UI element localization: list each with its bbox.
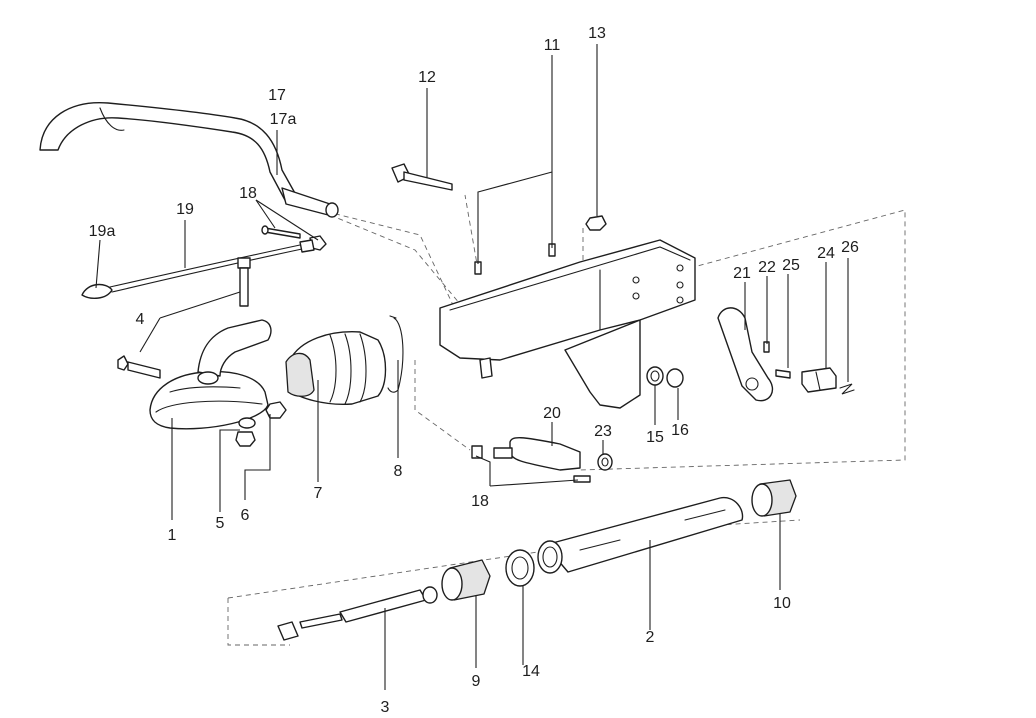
part-24-clevis (801, 367, 837, 393)
callout-18-lower: 18 (471, 493, 489, 510)
leader-lines (95, 44, 849, 690)
assembly-guide-lines (227, 194, 906, 646)
callout-11: 11 (544, 37, 561, 54)
callout-4: 4 (136, 311, 145, 328)
callout-14: 14 (522, 663, 540, 680)
part-23-ring (597, 453, 613, 471)
callout-8: 8 (394, 463, 403, 480)
callout-5: 5 (216, 515, 225, 532)
part-12-long-bolt (391, 163, 453, 191)
part-13-nut (585, 215, 607, 231)
callout-labels: 1 2 3 4 5 6 7 8 9 10 11 12 13 14 15 16 1… (89, 25, 859, 716)
callout-20: 20 (543, 405, 561, 422)
callout-24: 24 (817, 245, 835, 262)
callout-1: 1 (168, 527, 177, 544)
callout-18-upper: 18 (239, 185, 257, 202)
part-10-bush (751, 479, 797, 517)
callout-22: 22 (758, 259, 776, 276)
part-14-wave-washer (505, 549, 535, 587)
callout-19: 19 (176, 201, 194, 218)
drawbar-housing (439, 239, 696, 409)
part-1-coupling-head (149, 319, 272, 430)
part-21-brake-lever (717, 307, 774, 402)
callout-26: 26 (841, 239, 859, 256)
callout-3: 3 (381, 699, 390, 716)
callout-16: 16 (671, 422, 689, 439)
callout-17a: 17a (270, 111, 297, 128)
part-19-breakaway-cable (81, 239, 315, 299)
callout-23: 23 (594, 423, 612, 440)
part-17-handle-lever (39, 101, 339, 218)
part-2-tube (537, 496, 744, 574)
callout-2: 2 (646, 629, 655, 646)
part-8-spring-clip (387, 315, 404, 393)
callout-17: 17 (268, 87, 286, 104)
callout-10: 10 (773, 595, 791, 612)
part-7-bellows (285, 331, 387, 406)
callout-7: 7 (314, 485, 323, 502)
callout-19a: 19a (89, 223, 116, 240)
callout-12: 12 (418, 69, 436, 86)
callout-25: 25 (782, 257, 800, 274)
part-26-clip (839, 383, 855, 395)
part-5-6-washer-nut (235, 401, 287, 447)
part-4-bolts (117, 257, 251, 379)
callout-6: 6 (241, 507, 250, 524)
part-3-rod (277, 586, 438, 641)
part-15-16-washers (646, 366, 684, 388)
part-11-grease-nipples (474, 243, 556, 275)
callout-15: 15 (646, 429, 664, 446)
callout-9: 9 (472, 673, 481, 690)
callout-13: 13 (588, 25, 606, 42)
part-9-bush (441, 559, 491, 601)
part-22-25-pins (763, 341, 791, 379)
callout-21: 21 (733, 265, 751, 282)
part-20-damper (471, 437, 591, 483)
